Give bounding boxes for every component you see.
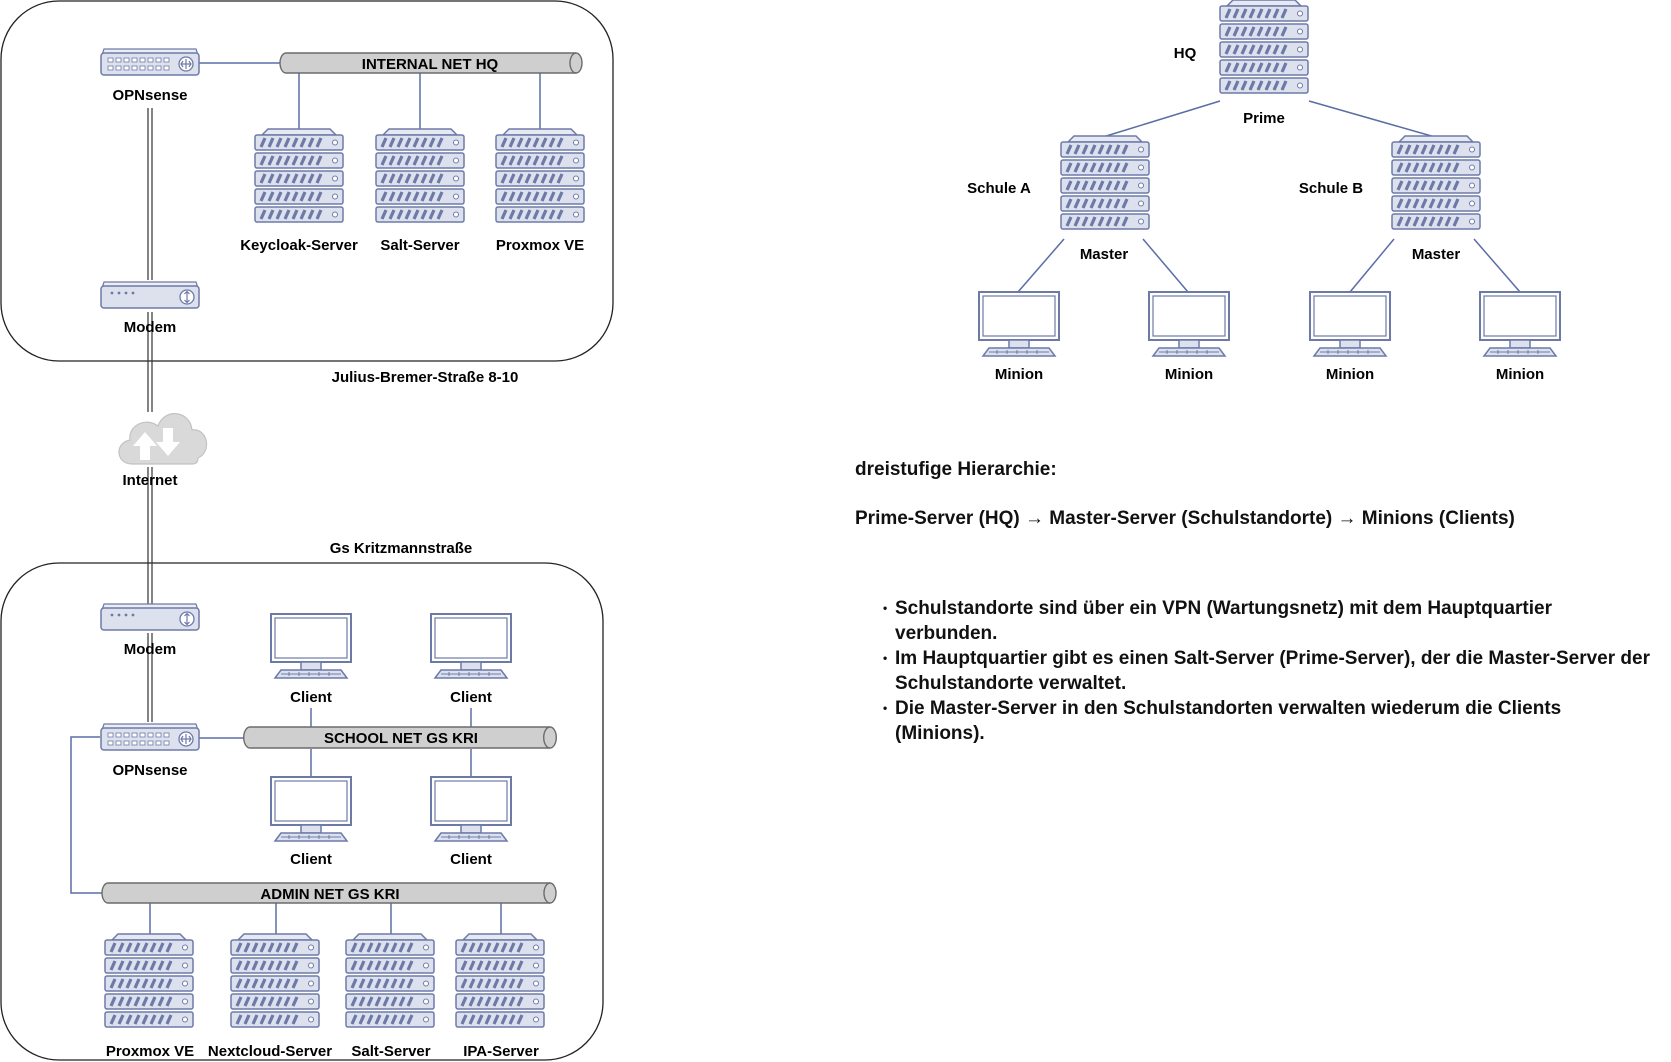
school-proxmox-label: Proxmox VE: [106, 1043, 194, 1060]
schule-a-label: Schule A: [967, 180, 1031, 197]
schule-b-label: Schule B: [1299, 180, 1363, 197]
notes-bullet: Die Master-Server in den Schulstandorten…: [883, 696, 1655, 746]
school-net-label: SCHOOL NET GS KRI: [324, 730, 478, 747]
admin-net-bus: [101, 882, 557, 904]
internal-net-hq-bus: [279, 52, 583, 74]
hq-modem: [100, 281, 200, 309]
admin-net-label: ADMIN NET GS KRI: [260, 886, 399, 903]
minion-a1-label: Minion: [995, 366, 1043, 383]
school-salt-server-label: Salt-Server: [351, 1043, 430, 1060]
hq-modem-label: Modem: [124, 319, 177, 336]
hq-address-label: Julius-Bremer-Straße 8-10: [332, 369, 519, 386]
ipa-server: [456, 934, 544, 1027]
hq-tier-label: HQ: [1174, 45, 1197, 62]
minion-a2-label: Minion: [1165, 366, 1213, 383]
keycloak-server: [255, 129, 343, 222]
master-server-b: [1392, 136, 1480, 229]
hq-opnsense-firewall: [100, 48, 200, 76]
notes-bullet-list: Schulstandorte sind über ein VPN (Wartun…: [855, 596, 1655, 746]
school-opnsense-label: OPNsense: [112, 762, 187, 779]
client-2-label: Client: [450, 689, 492, 706]
school-proxmox-server: [105, 934, 193, 1027]
hierarchy-notes: dreistufige Hierarchie: Prime-Server (HQ…: [855, 458, 1655, 746]
master-b-label: Master: [1412, 246, 1461, 263]
client-4-label: Client: [450, 851, 492, 868]
internal-net-hq-label: INTERNAL NET HQ: [362, 56, 499, 73]
hq-salt-server: [376, 129, 464, 222]
school-modem: [100, 603, 200, 631]
school-salt-server: [346, 934, 434, 1027]
hq-salt-server-label: Salt-Server: [380, 237, 459, 254]
school-modem-label: Modem: [124, 641, 177, 658]
school-address-label: Gs Kritzmannstraße: [330, 540, 473, 557]
hq-proxmox-label: Proxmox VE: [496, 237, 584, 254]
minion-b2-label: Minion: [1496, 366, 1544, 383]
notes-bullet: Schulstandorte sind über ein VPN (Wartun…: [883, 596, 1655, 646]
minion-b1-label: Minion: [1326, 366, 1374, 383]
master-a-label: Master: [1080, 246, 1129, 263]
client-1-label: Client: [290, 689, 332, 706]
prime-label: Prime: [1243, 110, 1285, 127]
notes-heading: dreistufige Hierarchie:: [855, 459, 1057, 480]
ipa-server-label: IPA-Server: [463, 1043, 539, 1060]
minion-pc-a1: [978, 291, 1060, 357]
minion-pc-b2: [1479, 291, 1561, 357]
master-server-a: [1061, 136, 1149, 229]
hq-proxmox-server: [496, 129, 584, 222]
prime-server: [1220, 0, 1308, 93]
internet-label: Internet: [122, 472, 177, 489]
school-net-bus: [243, 726, 557, 749]
nextcloud-server-label: Nextcloud-Server: [208, 1043, 332, 1060]
keycloak-server-label: Keycloak-Server: [240, 237, 358, 254]
hq-opnsense-label: OPNsense: [112, 87, 187, 104]
nextcloud-server: [231, 934, 319, 1027]
client-3-label: Client: [290, 851, 332, 868]
notes-chain: Prime-Server (HQ) → Master-Server (Schul…: [855, 508, 1515, 529]
internet-cloud-icon: [118, 413, 208, 465]
school-opnsense-firewall: [100, 723, 200, 751]
notes-bullet: Im Hauptquartier gibt es einen Salt-Serv…: [883, 646, 1655, 696]
minion-pc-b1: [1309, 291, 1391, 357]
minion-pc-a2: [1148, 291, 1230, 357]
